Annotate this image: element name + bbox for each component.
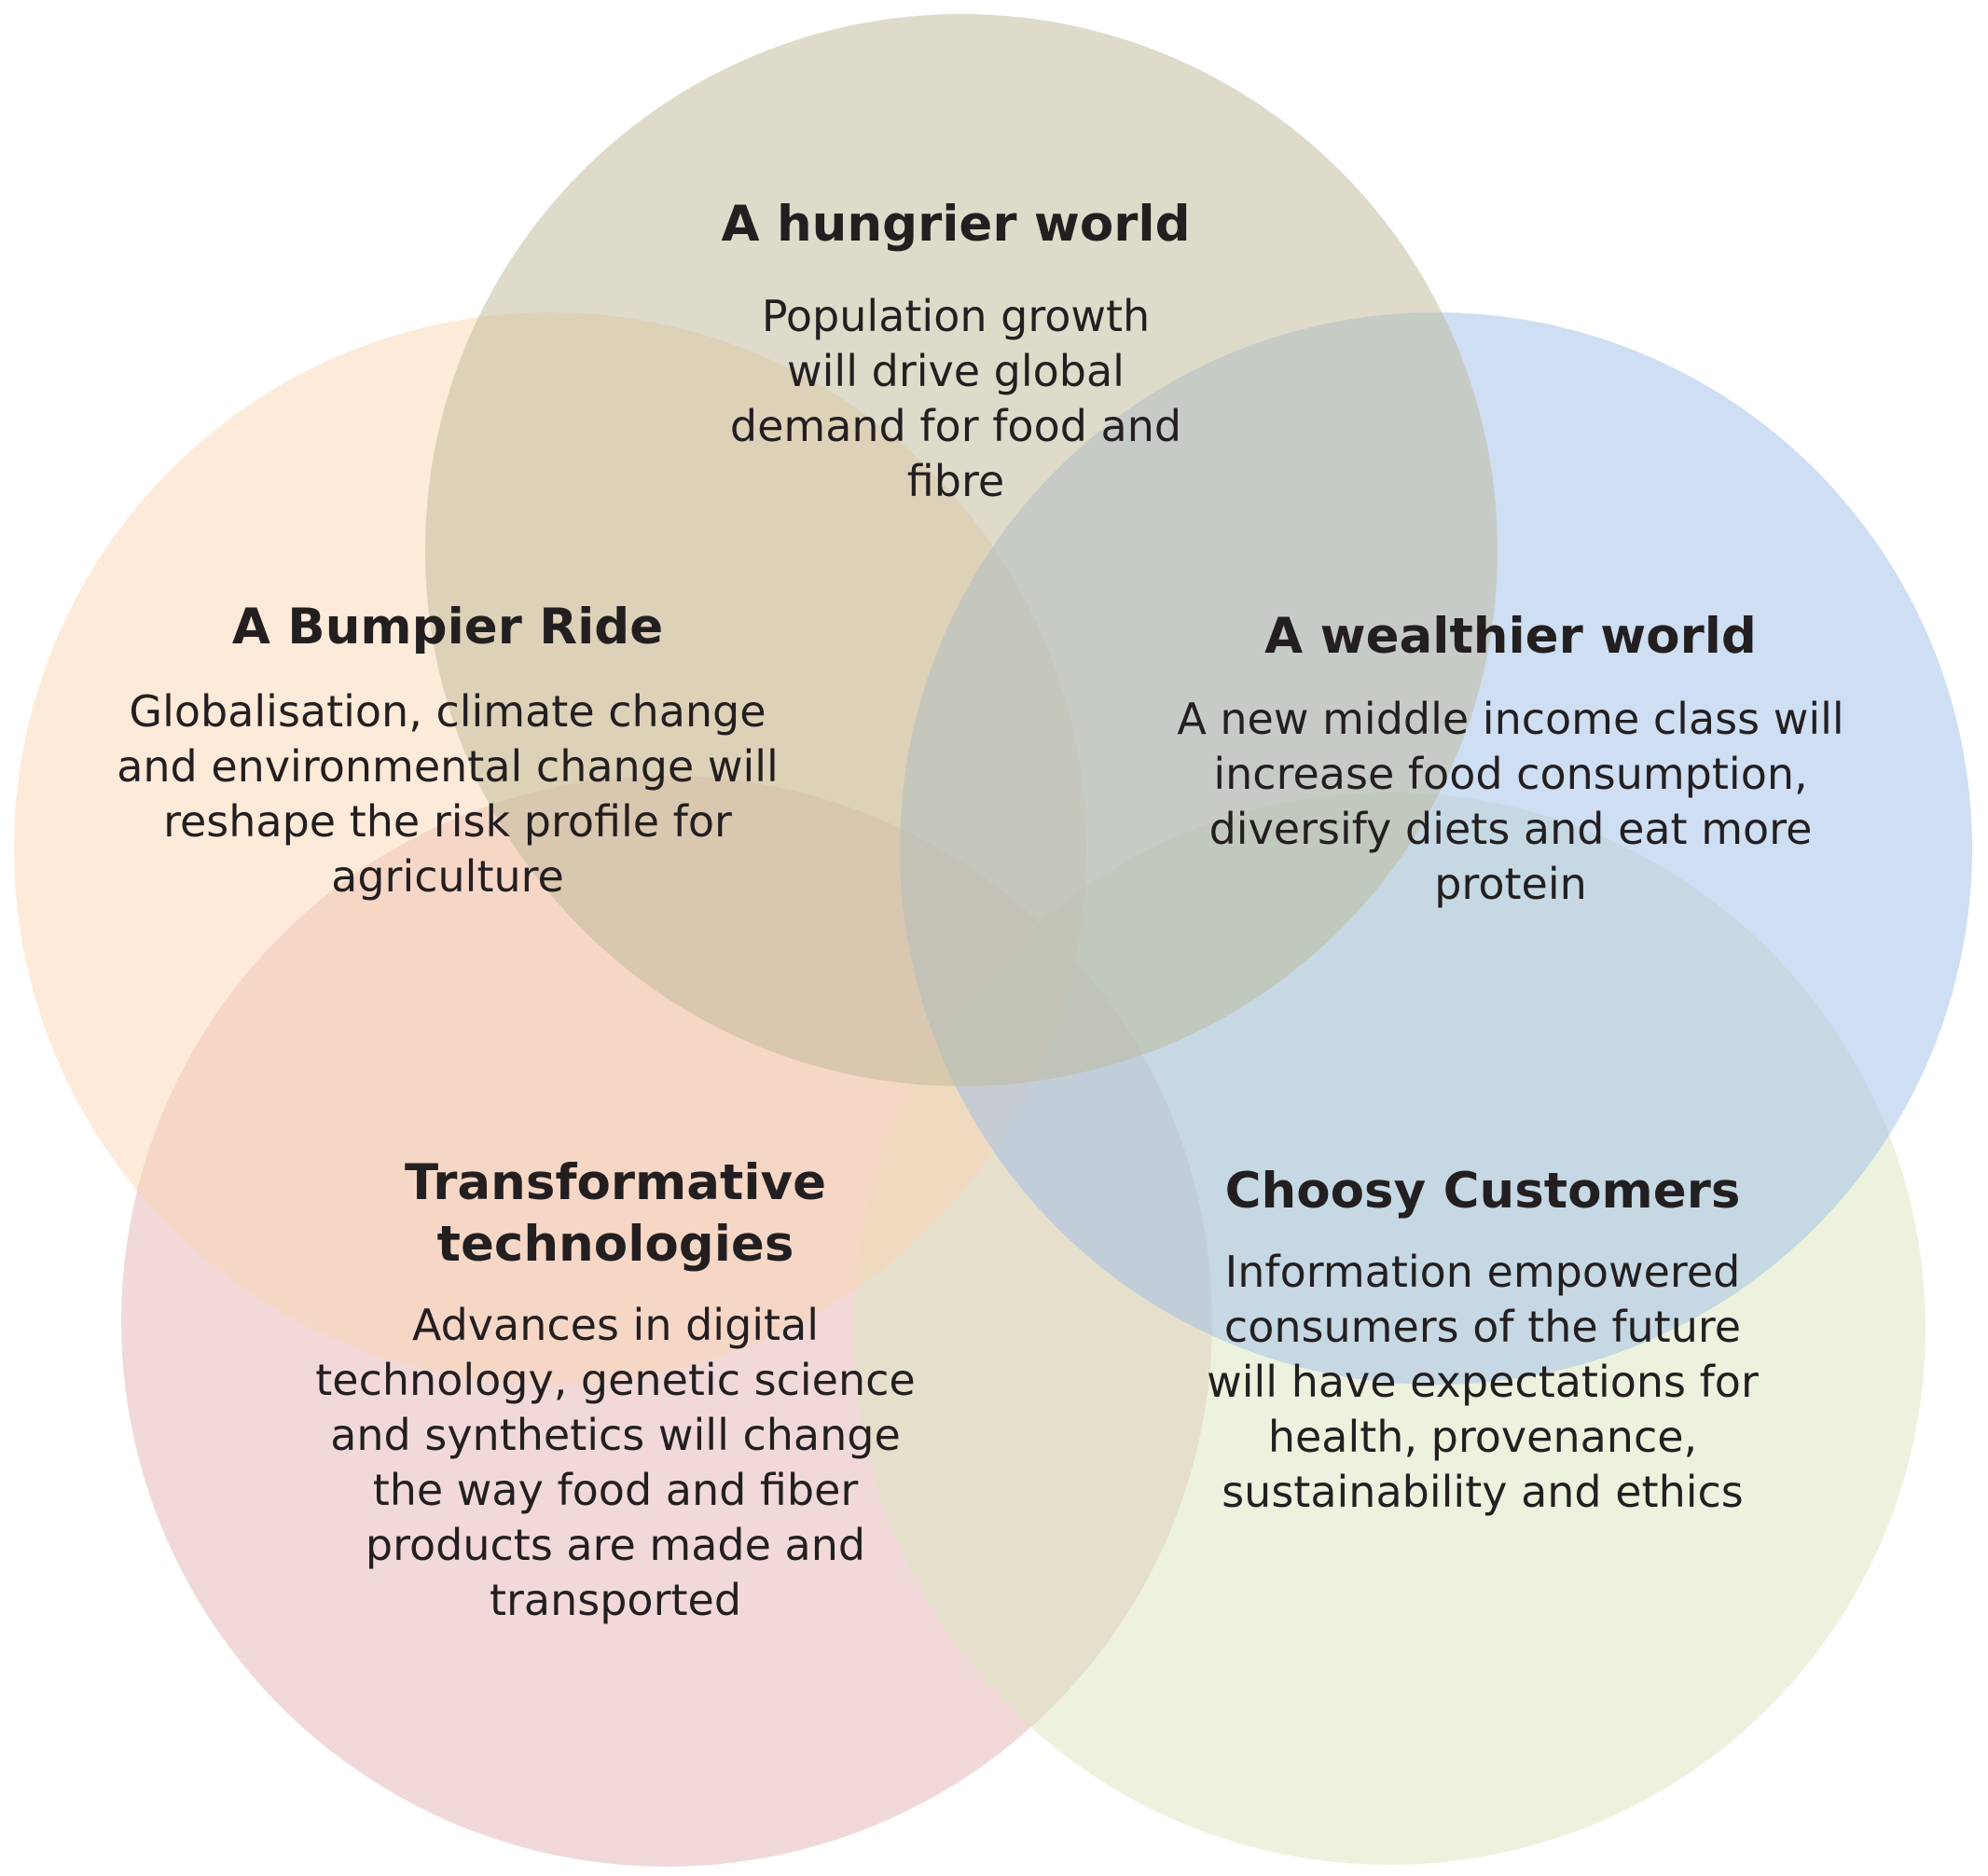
- set-description-bumpier-ride: Globalisation, climate change and enviro…: [117, 686, 779, 902]
- set-description-transformative-technologies: Advances in digital technology, genetic …: [315, 1300, 916, 1625]
- set-title-transformative-technologies: Transformative technologies: [404, 1154, 827, 1273]
- set-title-bumpier-ride: A Bumpier Ride: [231, 599, 664, 655]
- set-title-choosy-customers: Choosy Customers: [1224, 1163, 1741, 1220]
- set-title-wealthier-world: A wealthier world: [1264, 608, 1757, 665]
- set-label-wealthier-world: A wealthier world A new middle income cl…: [1156, 606, 1865, 912]
- circle-hungrier: [425, 14, 1498, 1086]
- set-description-wealthier-world: A new middle income class will increase …: [1177, 694, 1844, 909]
- set-label-bumpier-ride: A Bumpier Ride Globalisation, climate ch…: [107, 597, 788, 904]
- set-description-hungrier-world: Population growth will drive global dema…: [729, 291, 1182, 506]
- set-label-choosy-customers: Choosy Customers Information empowered c…: [1166, 1161, 1800, 1520]
- set-label-hungrier-world: A hungrier world Population growth will …: [643, 194, 1268, 509]
- set-label-transformative-technologies: Transformative technologies Advances in …: [280, 1152, 951, 1628]
- set-title-hungrier-world: A hungrier world: [721, 196, 1191, 253]
- set-description-choosy-customers: Information empowered consumers of the f…: [1207, 1247, 1759, 1517]
